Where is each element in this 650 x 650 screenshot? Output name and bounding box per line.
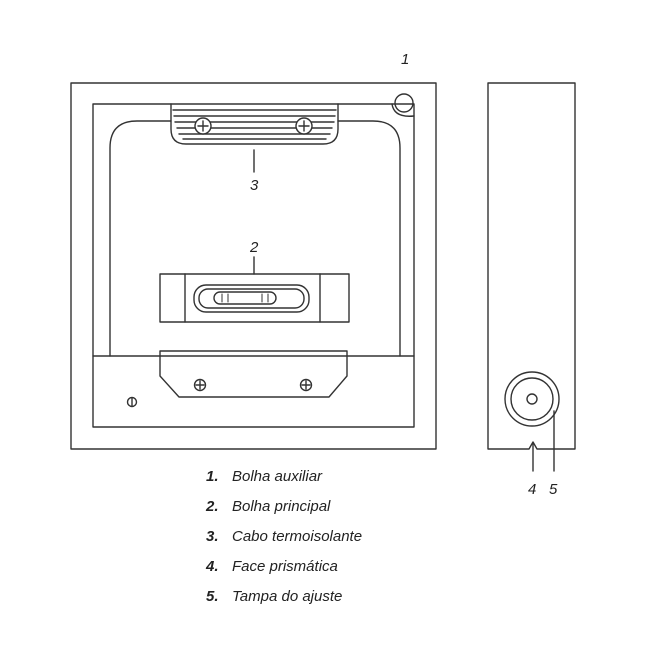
inner-frame [92,103,415,428]
legend-item: 2. Bolha principal [206,496,362,526]
main-bubble [159,273,350,323]
legend-item: 5. Tampa do ajuste [206,586,362,616]
legend-number: 1. [206,468,219,485]
side-body [487,82,576,450]
callout-4: 4 [528,481,536,498]
callout-2: 2 [249,239,259,256]
outer-frame [70,82,437,450]
legend-number: 2. [206,498,219,515]
callout-1: 1 [401,51,409,68]
parts-legend: 1. Bolha auxiliar 2. Bolha principal 3. Cab… [206,466,362,616]
handle-screw-left [194,117,212,135]
handle-screw-right [295,117,313,135]
front-view [70,82,437,450]
legend-text: Bolha auxiliar [232,468,323,485]
adjustment-cap [504,371,560,427]
legend-text: Bolha principal [232,498,331,515]
auxiliary-bubble [391,93,415,117]
side-view [487,82,576,450]
base-plate [159,350,348,398]
inner-arch [109,120,401,357]
legend-text: Cabo termoisolante [232,528,363,545]
legend-text: Face prismática [232,558,338,575]
legend-number: 4. [206,558,219,575]
legend-number: 3. [206,528,219,545]
legend-item: 4. Face prismática [206,556,362,586]
small-screw [126,396,138,408]
legend-item: 1. Bolha auxiliar [206,466,362,496]
thermal-handle [170,103,339,145]
legend-number: 5. [206,588,219,605]
base-screw-right [299,378,313,392]
legend-text: Tampa do ajuste [232,588,343,605]
legend-item: 3. Cabo termoisolante [206,526,362,556]
callout-3: 3 [250,177,259,194]
base-screw-left [193,378,207,392]
callout-5: 5 [549,481,558,498]
